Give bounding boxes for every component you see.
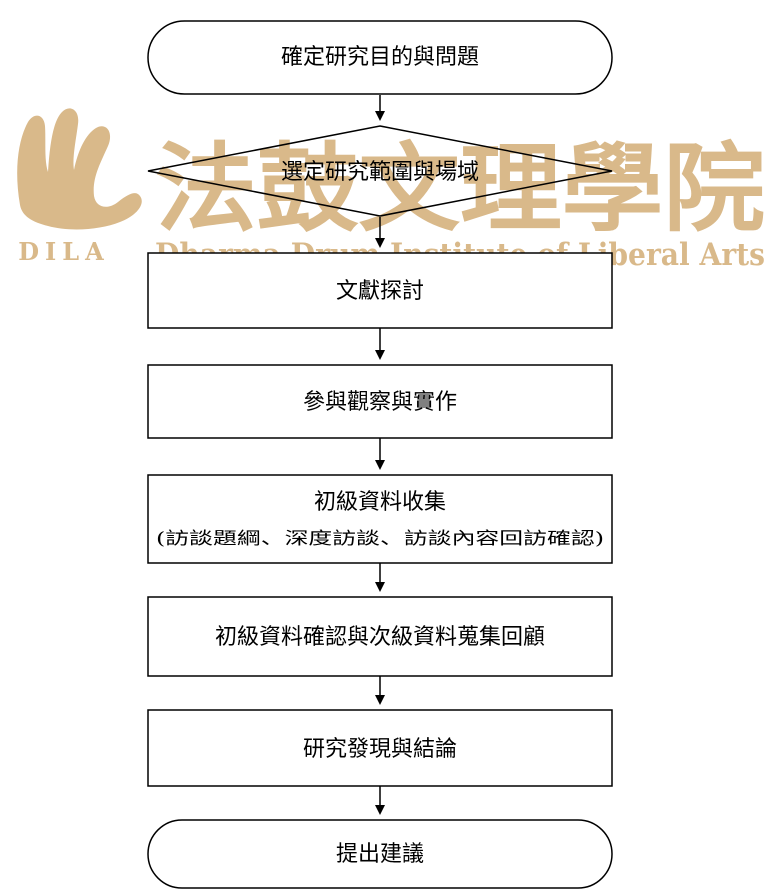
process-shape (147, 252, 613, 329)
step-label: 選定研究範圍與場域 (281, 160, 479, 185)
process-shape (147, 364, 613, 439)
step-label: 參與觀察與實作 (303, 390, 457, 415)
step-define-purpose: 確定研究目的與問題 (147, 20, 613, 95)
step-primary-data-collection: 初級資料收集 (訪談題綱、深度訪談、訪談內容回訪確認) (147, 474, 613, 564)
step-label: 確定研究目的與問題 (281, 45, 479, 70)
dila-logo-icon (17, 108, 142, 230)
step-label: 研究發現與結論 (303, 737, 457, 762)
step-select-scope: 選定研究範圍與場域 (147, 125, 613, 217)
step-propose-suggestions: 提出建議 (147, 819, 613, 889)
step-participant-observation: 參與觀察與實作 (147, 364, 613, 439)
process-shape (147, 474, 613, 564)
process-shape (147, 709, 613, 787)
step-label: 提出建議 (336, 842, 424, 867)
step-label: 文獻探討 (336, 279, 424, 304)
step-findings-conclusion: 研究發現與結論 (147, 709, 613, 787)
step-sublabel: (訪談題綱、深度訪談、訪談內容回訪確認) (156, 529, 604, 549)
step-label: 初級資料確認與次級資料蒐集回顧 (215, 625, 545, 650)
watermark: DILA 法鼓文理學院 Dharma Drum Institute of Lib… (17, 108, 765, 273)
watermark-chinese-name: 法鼓文理學院 (155, 132, 765, 245)
step-data-confirmation-review: 初級資料確認與次級資料蒐集回顧 (147, 596, 613, 677)
dila-logo-text: DILA (18, 237, 110, 266)
terminator-shape (147, 819, 613, 889)
step-literature-review: 文獻探討 (147, 252, 613, 329)
decision-shape (147, 125, 613, 217)
terminator-shape (147, 20, 613, 95)
step-label: 初級資料收集 (314, 490, 446, 515)
process-shape (147, 596, 613, 677)
